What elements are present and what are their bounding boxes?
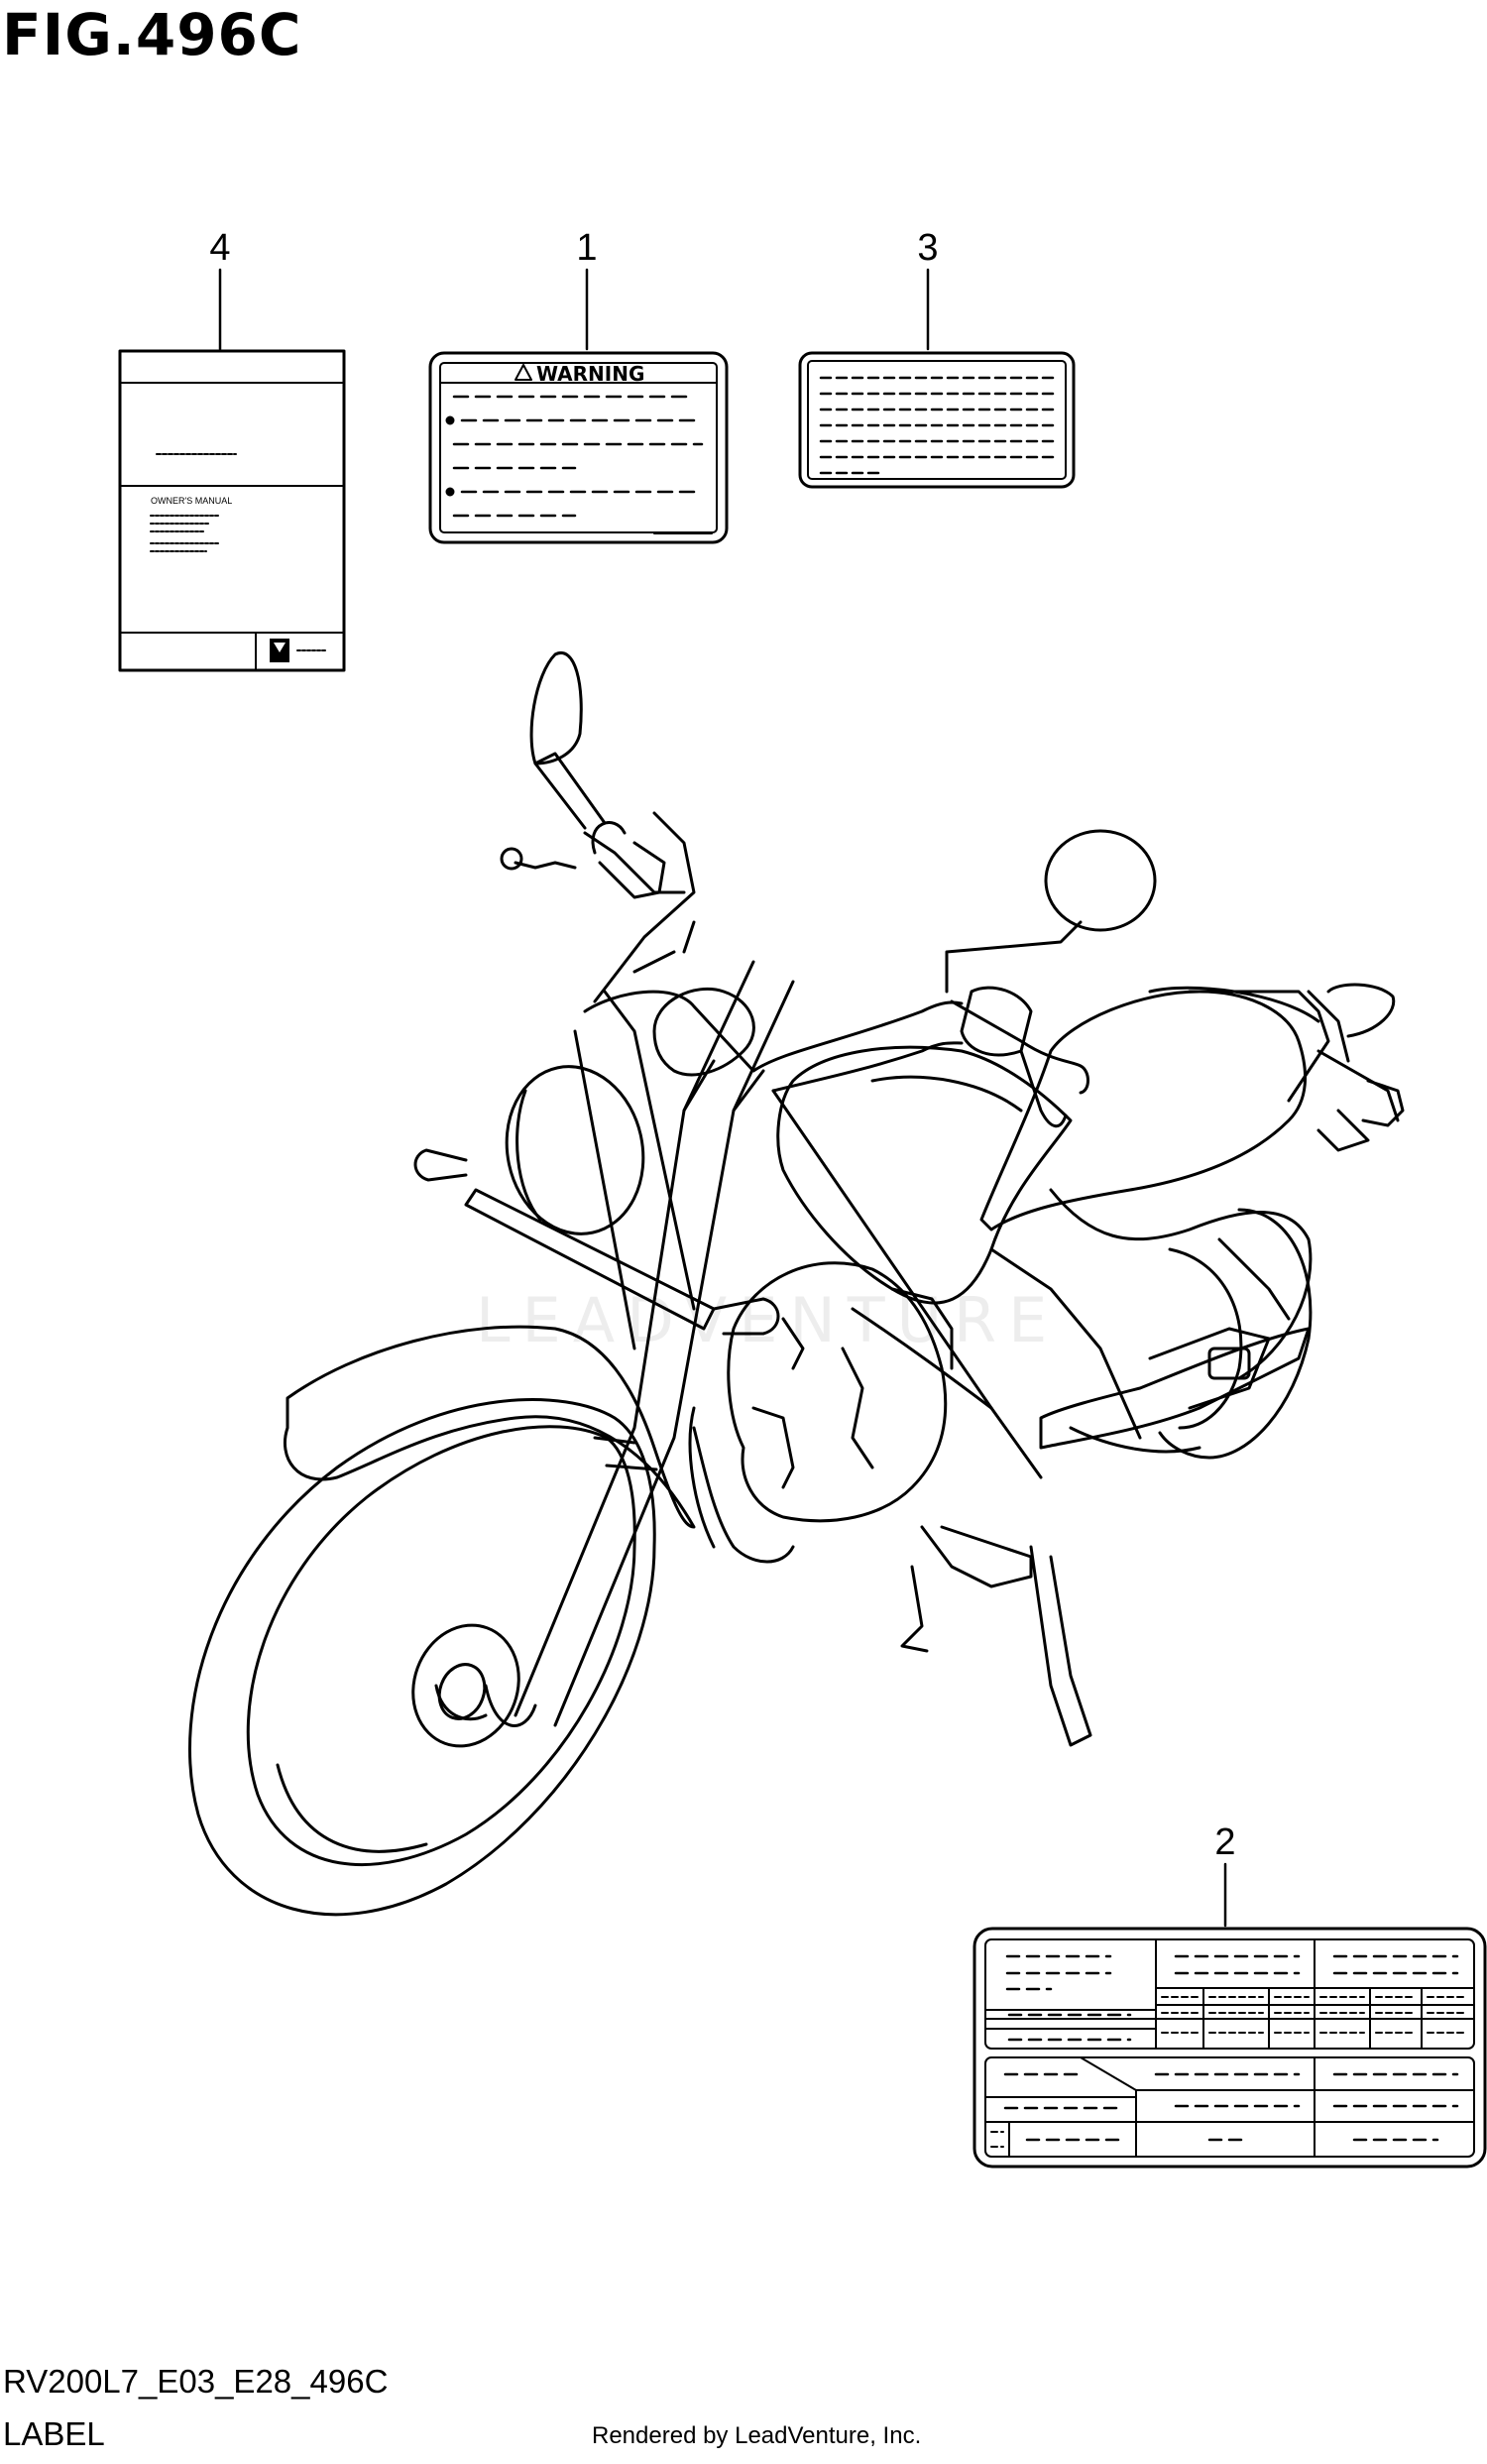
motorcycle-illustration (187, 651, 1405, 1917)
leader-lines (218, 268, 1227, 1928)
spec-label (972, 1927, 1487, 2169)
render-credit: Rendered by LeadVenture, Inc. (592, 2422, 922, 2449)
figure-code: RV200L7_E03_E28_496C (3, 2363, 389, 2400)
manual-title-text: OWNER'S MANUAL (151, 496, 232, 506)
figure-title: FIG.496C (2, 1, 302, 68)
warning-label: WARNING (428, 351, 729, 544)
warning-triangle-icon (515, 364, 532, 381)
warning-header-text: WARNING (536, 362, 644, 386)
owners-manual-booklet: OWNER'S MANUAL (118, 349, 346, 672)
watermark-text: LEADVENTURE (476, 1284, 1060, 1356)
callout-4: 4 (209, 227, 231, 269)
info-label (798, 351, 1076, 489)
figure-name: LABEL (3, 2415, 105, 2452)
callout-1: 1 (576, 227, 598, 269)
callout-2: 2 (1214, 1821, 1236, 1863)
callout-3: 3 (917, 227, 939, 269)
